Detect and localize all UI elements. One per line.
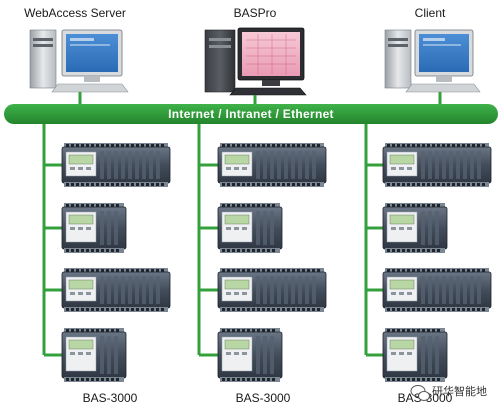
keyboard-icon — [405, 83, 481, 93]
controller-label-center: BAS-3000 — [236, 391, 291, 405]
client-label: Client — [415, 6, 446, 20]
network-bus-label: Internet / Intranet / Ethernet — [168, 107, 334, 121]
controller-modules — [61, 143, 492, 382]
baspro-label: BASPro — [234, 6, 277, 20]
keyboard-icon — [229, 87, 307, 96]
controller-module — [217, 268, 327, 312]
controller-label-left: BAS-3000 — [83, 391, 138, 405]
keyboard-icon — [51, 83, 129, 93]
webaccess-server-computer — [29, 29, 129, 93]
controller-module — [382, 268, 492, 312]
watermark-text: 研华智能地 — [432, 384, 487, 398]
controller-module — [61, 328, 127, 382]
watermark: 研华智能地 — [410, 384, 487, 401]
controller-module — [61, 143, 171, 187]
controller-module — [217, 203, 283, 253]
monitor-icon — [414, 29, 474, 82]
monitor-icon — [61, 29, 123, 82]
controller-module — [217, 328, 283, 382]
controller-module — [382, 143, 492, 187]
client-computer — [384, 29, 481, 93]
controller-drop-lines — [42, 124, 383, 357]
controller-module — [61, 268, 171, 312]
baspro-computer — [204, 27, 307, 96]
webaccess-server-label: WebAccess Server — [24, 6, 126, 20]
wechat-icon — [410, 385, 430, 401]
controller-module — [217, 143, 327, 187]
monitor-icon — [237, 27, 305, 86]
network-bus: Internet / Intranet / Ethernet — [4, 104, 498, 124]
controller-module — [61, 203, 127, 253]
controller-module — [382, 328, 448, 382]
controller-module — [382, 203, 448, 253]
